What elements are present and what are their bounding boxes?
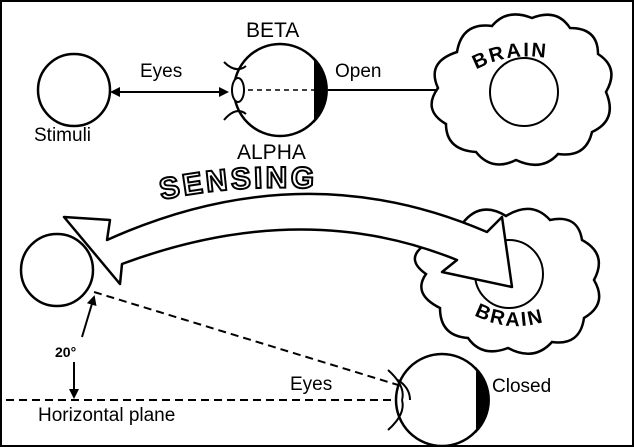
sensing-arrow bbox=[62, 192, 514, 289]
brain-cloud-top bbox=[430, 13, 613, 167]
eyes-label-bottom: Eyes bbox=[290, 374, 333, 395]
horizontal-plane-label: Horizontal plane bbox=[38, 405, 176, 426]
stimuli-circle bbox=[36, 52, 112, 128]
open-label: Open bbox=[335, 61, 382, 82]
closed-eye-bottom bbox=[387, 352, 490, 445]
left-circle-bottom bbox=[19, 232, 95, 308]
angle-label: 20° bbox=[55, 344, 77, 360]
eyes-label-top: Eyes bbox=[140, 61, 183, 82]
open-eye-top bbox=[223, 42, 328, 138]
stimuli-label: Stimuli bbox=[34, 125, 92, 146]
beta-label: BETA bbox=[246, 19, 300, 42]
angle-arrow-upper bbox=[81, 295, 97, 338]
alpha-label: ALPHA bbox=[237, 141, 306, 164]
closed-label: Closed bbox=[492, 376, 552, 397]
